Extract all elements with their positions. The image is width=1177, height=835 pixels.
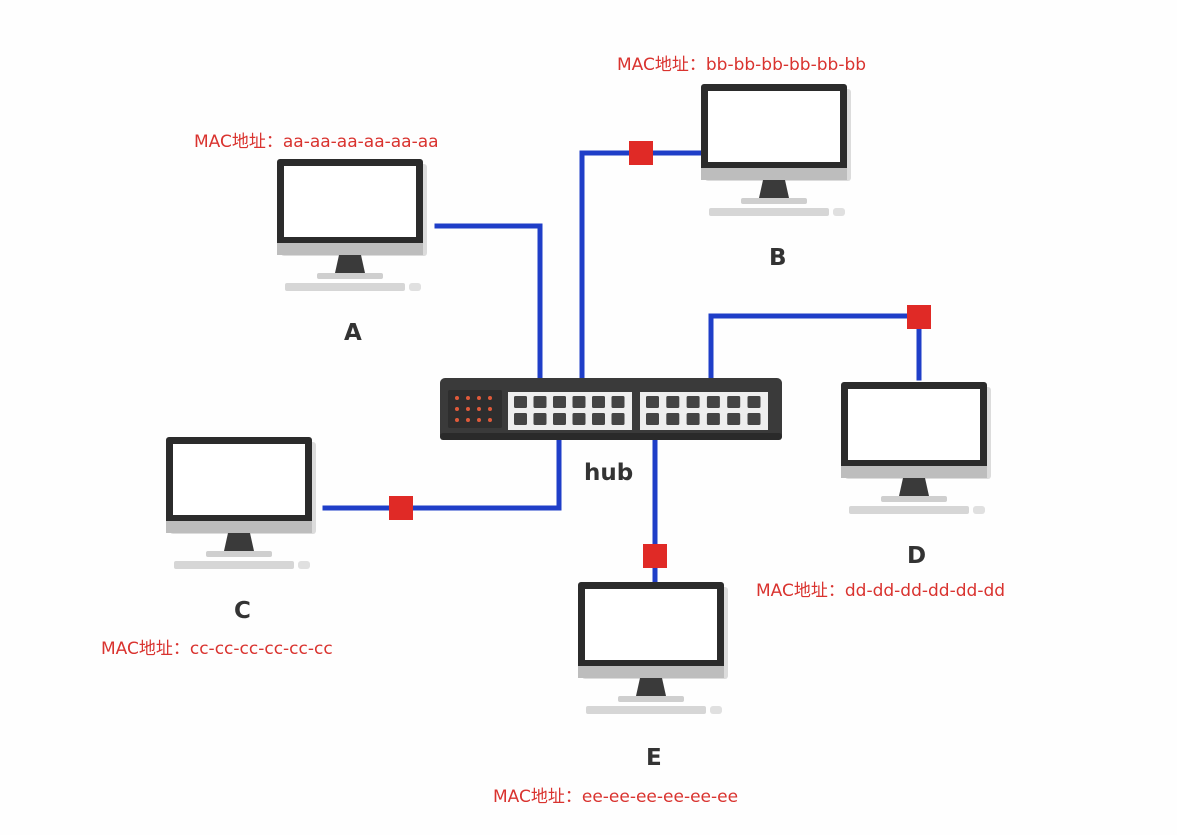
network-hub-icon (440, 378, 782, 440)
hub-port-socket (666, 413, 680, 425)
hub-port-socket (611, 396, 625, 408)
hub-port-socket (611, 413, 625, 425)
hub-port-socket (592, 413, 605, 425)
port-marker-d (907, 305, 931, 329)
hub-port-socket (747, 396, 761, 408)
hub-port-socket (533, 396, 547, 408)
cable-d (708, 313, 922, 381)
cable-a (434, 223, 543, 381)
node-label-d: D (907, 543, 927, 569)
hub-port-socket (727, 396, 741, 408)
hub-port-socket (572, 413, 586, 425)
mac-label-c: MAC地址：cc-cc-cc-cc-cc-cc (101, 639, 333, 659)
hub-port-socket (553, 413, 566, 425)
mac-label-a: MAC地址：aa-aa-aa-aa-aa-aa (194, 132, 439, 152)
hub-port-socket (514, 413, 527, 425)
hub-label: hub (584, 460, 634, 486)
hub-port-socket (533, 413, 547, 425)
hub-port-socket (646, 396, 659, 408)
node-label-c: C (234, 598, 251, 624)
hub-port-socket (666, 396, 680, 408)
hub-port-socket (592, 396, 605, 408)
hub-port-socket (514, 396, 527, 408)
port-marker-b (629, 141, 653, 165)
computer-e-monitor-icon (578, 582, 728, 714)
hub-port-socket (727, 413, 741, 425)
node-label-a: A (344, 320, 362, 346)
port-marker-e (643, 544, 667, 568)
hub-port-socket (706, 413, 720, 425)
computer-b-monitor-icon (701, 84, 851, 216)
port-markers (389, 141, 931, 568)
mac-label-e: MAC地址：ee-ee-ee-ee-ee-ee (493, 787, 739, 807)
hub-port-socket (686, 396, 700, 408)
hub-port-socket (706, 396, 720, 408)
mac-label-b: MAC地址：bb-bb-bb-bb-bb-bb (617, 55, 867, 75)
hub-port-socket (553, 396, 566, 408)
hub-port-socket (747, 413, 761, 425)
hub-port-socket (646, 413, 659, 425)
mac-label-d: MAC地址：dd-dd-dd-dd-dd-dd (756, 581, 1006, 601)
hub-port-socket (686, 413, 700, 425)
cable-b (579, 150, 703, 381)
hub-port-socket (572, 396, 586, 408)
computer-d-monitor-icon (841, 382, 991, 514)
node-label-e: E (646, 745, 662, 771)
port-marker-c (389, 496, 413, 520)
cable-c (322, 437, 562, 511)
computer-a-monitor-icon (277, 159, 427, 291)
node-label-b: B (769, 245, 787, 271)
computer-c-monitor-icon (166, 437, 316, 569)
